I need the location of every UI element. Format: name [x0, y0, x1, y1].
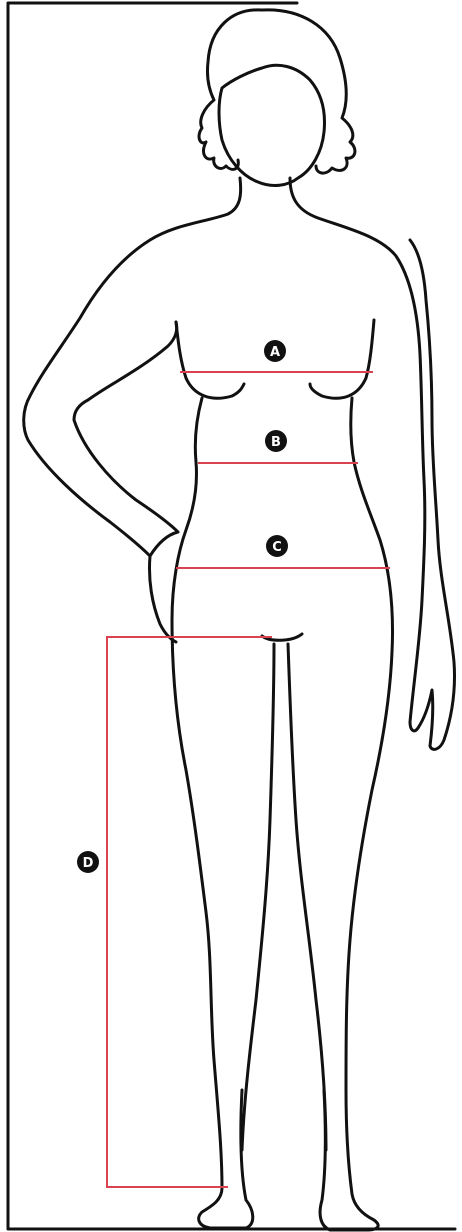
marker-b: B — [265, 430, 287, 452]
marker-b-label: B — [271, 435, 281, 450]
marker-d: D — [77, 851, 99, 873]
waist-hip-right-outline — [320, 398, 392, 1230]
inner-leg-right-outline — [288, 644, 326, 1150]
torso-left-outline — [24, 178, 241, 642]
marker-a-label: A — [270, 345, 280, 360]
inner-leg-left-outline — [242, 644, 274, 1150]
waist-hip-left-outline — [172, 398, 253, 1228]
marker-c: C — [266, 535, 288, 557]
height-reference-wall — [8, 3, 455, 1229]
marker-a: A — [264, 340, 286, 362]
marker-c-label: C — [272, 540, 282, 555]
inseam-measure-bracket — [107, 637, 272, 1187]
marker-d-label: D — [83, 856, 94, 871]
